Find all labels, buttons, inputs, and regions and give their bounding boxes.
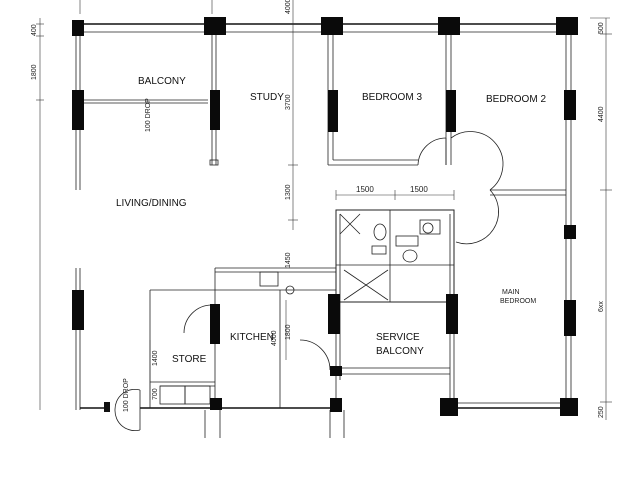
dim-right-250: 250 — [598, 406, 605, 418]
dim-width-1500-b: 1500 — [410, 185, 428, 194]
room-master-line2: BEDROOM — [500, 298, 536, 305]
dim-right-500: 500 — [598, 22, 605, 34]
room-service-balcony-line2: BALCONY — [376, 346, 424, 357]
store-drop-note: 100 DROP — [123, 378, 130, 412]
room-living-dining: LIVING/DINING — [116, 198, 187, 209]
room-bedroom-3: BEDROOM 3 — [362, 92, 422, 103]
dim-width-1500-a: 1500 — [356, 185, 374, 194]
dim-store-1400: 1400 — [152, 350, 159, 366]
dim-bath-height: 1450 — [285, 252, 292, 268]
dim-left-400: 400 — [31, 24, 38, 36]
dim-kitchen-1800: 1800 — [285, 324, 292, 340]
dimension-lines — [36, 0, 612, 420]
room-labels: BALCONY STUDY BEDROOM 3 BEDROOM 2 LIVING… — [116, 76, 546, 412]
dim-store-700: 700 — [152, 388, 159, 400]
dim-top-4000: 4000 — [285, 0, 292, 14]
room-store: STORE — [172, 354, 207, 365]
room-kitchen: KITCHEN — [230, 332, 274, 343]
room-service-balcony-line1: SERVICE — [376, 332, 420, 343]
dim-kitchen-4000: 4000 — [271, 330, 278, 346]
dim-right-4400: 4400 — [598, 106, 605, 122]
columns — [72, 17, 578, 416]
dim-study-3700: 3700 — [285, 94, 292, 110]
room-master-line1: MAIN — [502, 289, 520, 296]
room-study: STUDY — [250, 92, 284, 103]
dim-right-6xx: 6xx — [598, 301, 605, 312]
dimension-text: 400 1800 4000 3700 1300 1500 1500 500 44… — [31, 0, 605, 418]
balcony-drop-note: 100 DROP — [145, 98, 152, 132]
dim-left-1800: 1800 — [31, 64, 38, 80]
dim-mid-1300: 1300 — [285, 184, 292, 200]
room-balcony: BALCONY — [138, 76, 186, 87]
room-bedroom-2: BEDROOM 2 — [486, 94, 546, 105]
